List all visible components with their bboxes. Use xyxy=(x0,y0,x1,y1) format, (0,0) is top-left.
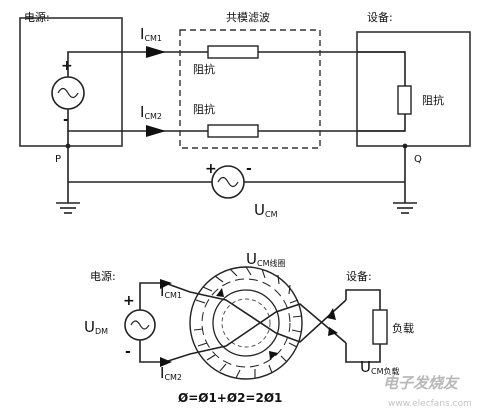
watermark: 电子发烧友 www.elecfans.com xyxy=(383,374,472,409)
icm2-label: ICM2 xyxy=(140,103,162,121)
load-resistor xyxy=(372,309,388,345)
ground-icon-left xyxy=(56,202,80,214)
filter-impedance-1 xyxy=(207,45,259,59)
flux-formula: Ø=Ø1+Ø2=2Ø1 xyxy=(178,391,282,405)
ucm-plus-sign: + xyxy=(205,161,217,177)
load-bottom-wire xyxy=(345,343,381,363)
flux-arrow-2 xyxy=(269,351,278,360)
ucm-sine-icon xyxy=(217,176,239,188)
udm-top-wire xyxy=(139,282,165,310)
flux-arrow-1 xyxy=(216,288,224,297)
icm1-label-bottom: ICM1 xyxy=(160,282,182,300)
icm1-label: ICM1 xyxy=(140,25,162,43)
ucm-load-label: UCM负载 xyxy=(360,358,399,376)
ucm-source-symbol xyxy=(211,165,245,199)
common-mode-filter-box xyxy=(179,29,321,149)
source-plus-sign: + xyxy=(61,58,73,74)
line-2-arrow xyxy=(328,327,338,336)
icm1-arrow xyxy=(146,46,166,58)
udm-minus-sign: - xyxy=(125,344,131,360)
top-diagram: 电源: + - ICM1 ICM2 共模滤波 阻抗 阻抗 xyxy=(19,10,471,219)
power-label-bottom: 电源: xyxy=(90,269,116,283)
ucm-coil-label: UCM线圈 xyxy=(246,250,285,268)
icm2-arrow-bottom xyxy=(160,357,172,367)
line-1-arrow xyxy=(327,308,336,320)
device-label: 设备: xyxy=(367,10,393,24)
icm2-label-bottom: ICM2 xyxy=(160,364,182,382)
power-source-box xyxy=(19,17,123,147)
node-p-label: P xyxy=(55,154,61,165)
source-bottom-wire xyxy=(67,109,122,132)
line-1-wire xyxy=(164,282,347,343)
load-top-wire xyxy=(345,289,381,310)
power-label: 电源: xyxy=(24,10,50,24)
ucm-minus-sign: - xyxy=(246,161,252,177)
impedance-label-1: 阻抗 xyxy=(193,62,215,76)
toroid-windings xyxy=(193,266,303,379)
device-box xyxy=(356,31,471,147)
toroid-inner xyxy=(212,289,280,357)
udm-plus-sign: + xyxy=(123,293,135,309)
watermark-url: www.elecfans.com xyxy=(388,399,472,409)
source-minus-sign: - xyxy=(63,112,69,128)
toroid-core-hole xyxy=(221,298,271,348)
source-top-wire xyxy=(67,51,122,77)
filter-impedance-2 xyxy=(207,124,259,138)
ground-icon-right xyxy=(393,202,417,214)
ucm-label: UCM xyxy=(254,201,278,219)
device-top-wire xyxy=(357,51,406,86)
device-bottom-wire xyxy=(357,114,406,132)
line-2-wire xyxy=(164,303,347,363)
udm-label: UDM xyxy=(84,318,108,336)
sine-icon xyxy=(57,87,79,99)
toroid-outer xyxy=(189,266,303,380)
toroid-mid xyxy=(201,278,291,368)
node-q-label: Q xyxy=(414,154,422,165)
icm2-arrow xyxy=(146,125,166,137)
watermark-text: 电子发烧友 xyxy=(383,374,460,392)
impedance-label-2: 阻抗 xyxy=(193,102,215,116)
icm1-arrow-bottom xyxy=(160,279,172,289)
device-impedance-label: 阻抗 xyxy=(422,93,444,107)
bottom-diagram: 电源: 设备: xyxy=(84,250,414,405)
filter-label: 共模滤波 xyxy=(226,11,270,24)
device-load-impedance xyxy=(397,85,412,115)
udm-sine-icon xyxy=(130,320,150,330)
load-label: 负载 xyxy=(392,321,414,335)
udm-bottom-wire xyxy=(139,340,165,363)
device-label-bottom: 设备: xyxy=(346,269,372,283)
